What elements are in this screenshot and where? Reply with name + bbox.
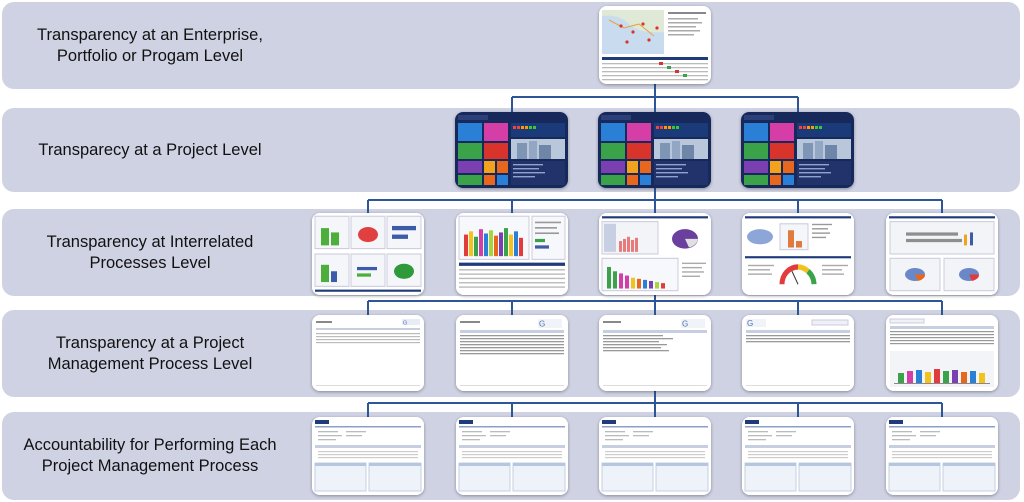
thumbnail-project-dashboard[interactable] xyxy=(455,112,568,188)
thumbnail-table-report[interactable]: G xyxy=(456,315,568,391)
level-label-text: Transparency at a Project Management Pro… xyxy=(47,333,253,373)
level-label-accountability: Accountability for Performing Each Proje… xyxy=(0,412,300,500)
svg-text:G: G xyxy=(539,320,545,329)
thumbnail-table-report[interactable]: G xyxy=(599,315,711,391)
thumbnail-project-dashboard[interactable] xyxy=(598,112,711,188)
level-band-enterprise xyxy=(2,2,1020,89)
thumbnail-mixed-chart-report[interactable] xyxy=(599,213,711,295)
svg-text:G: G xyxy=(682,320,688,329)
level-label-interrelated-processes: Transparency at Interrelated Processes L… xyxy=(0,209,300,296)
thumbnail-project-dashboard[interactable] xyxy=(741,112,854,188)
thumbnail-form-app[interactable] xyxy=(312,417,424,495)
thumbnail-form-app[interactable] xyxy=(599,417,711,495)
level-label-text: Transparency at Interrelated Processes L… xyxy=(46,232,254,272)
svg-text:G: G xyxy=(403,321,407,327)
thumbnail-table-report[interactable]: G xyxy=(312,315,424,391)
thumbnail-table-report[interactable]: G xyxy=(742,315,854,391)
thumbnail-bar-chart-report[interactable] xyxy=(456,213,568,295)
thumbnail-map-dashboard[interactable] xyxy=(599,6,711,84)
level-label-project: Transparecy at a Project Level xyxy=(0,108,300,192)
thumbnail-hbar-pie-report[interactable] xyxy=(886,213,998,295)
thumbnail-form-app[interactable] xyxy=(742,417,854,495)
level-label-text: Transparency at an Enterprise, Portfolio… xyxy=(37,25,263,65)
level-label-text: Transparecy at a Project Level xyxy=(38,140,262,159)
level-label-pm-process: Transparency at a Project Management Pro… xyxy=(0,310,300,397)
thumbnail-form-app[interactable] xyxy=(886,417,998,495)
level-label-text: Accountability for Performing Each Proje… xyxy=(23,436,277,475)
thumbnail-table-3d-bar-report[interactable] xyxy=(886,315,998,391)
svg-text:G: G xyxy=(747,319,753,328)
thumbnail-gauge-report[interactable] xyxy=(742,213,854,295)
thumbnail-form-app[interactable] xyxy=(456,417,568,495)
level-label-enterprise: Transparency at an Enterprise, Portfolio… xyxy=(0,2,300,89)
thumbnail-chart-grid-report[interactable] xyxy=(312,213,424,295)
